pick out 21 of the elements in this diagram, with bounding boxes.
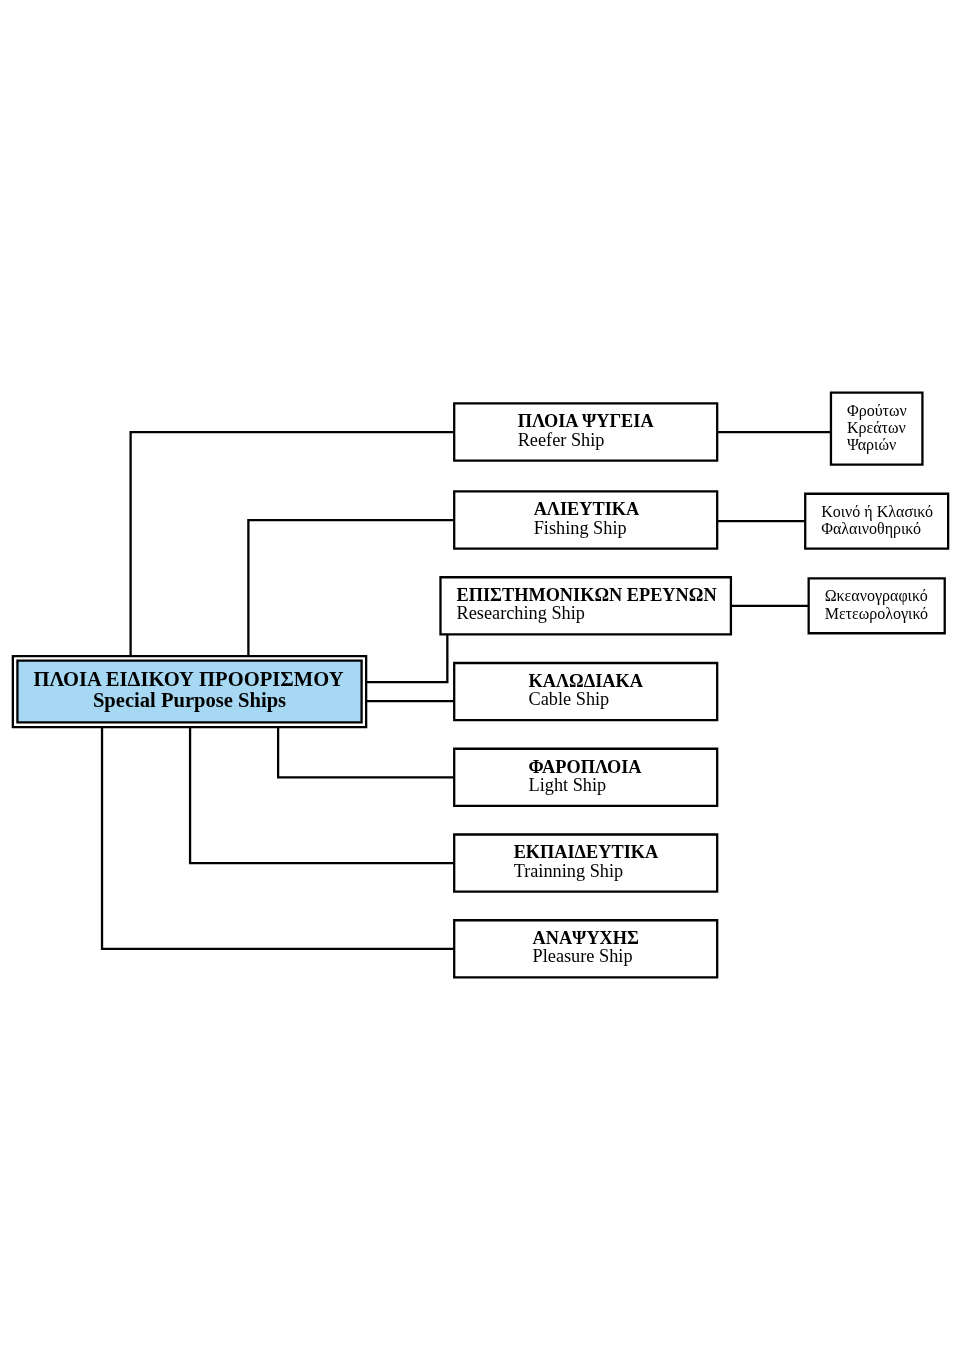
node-box: ΚΑΛΩΔΙΑΚΑ Cable Ship — [453, 661, 719, 721]
connector — [188, 726, 454, 864]
connector — [717, 430, 831, 433]
connector — [366, 699, 454, 702]
node-box: ΕΠΙΣΤΗΜΟΝΙΚΩΝ ΕΡΕΥΝΩΝ Researching Ship — [439, 575, 733, 636]
node-box: Ωκεανογραφικό Μετεωρολογικό — [807, 576, 946, 634]
node-box: ΦΑΡΟΠΛΟΙΑ Light Ship — [453, 747, 719, 807]
connector — [100, 726, 455, 950]
node-box: ΠΛΟΙΑ ΨΥΓΕΙΑ Reefer Ship — [453, 401, 719, 462]
connector — [717, 519, 805, 522]
node-box: Κοινό ή Κλασικό Φαλαινοθηρικό — [804, 492, 950, 550]
node-box: ΕΚΠΑΙΔΕΥΤΙΚΑ Trainning Ship — [453, 832, 719, 893]
connector — [366, 634, 449, 683]
connector — [247, 518, 454, 656]
connector — [129, 430, 455, 656]
node-box: Φρούτων Κρεάτων Ψαριών — [829, 390, 924, 466]
node-box: ΠΛΟΙΑ ΕΙΔΙΚΟΥ ΠΡΟΟΡΙΣΜΟΥ Special Purpose Ships — [11, 654, 368, 728]
connector — [731, 604, 809, 607]
node-box: ΑΝΑΨΥΧΗΣ Pleasure Ship — [453, 918, 719, 979]
node-box: ΑΛΙΕΥΤΙΚΑ Fishing Ship — [453, 489, 719, 550]
connector — [276, 726, 454, 778]
